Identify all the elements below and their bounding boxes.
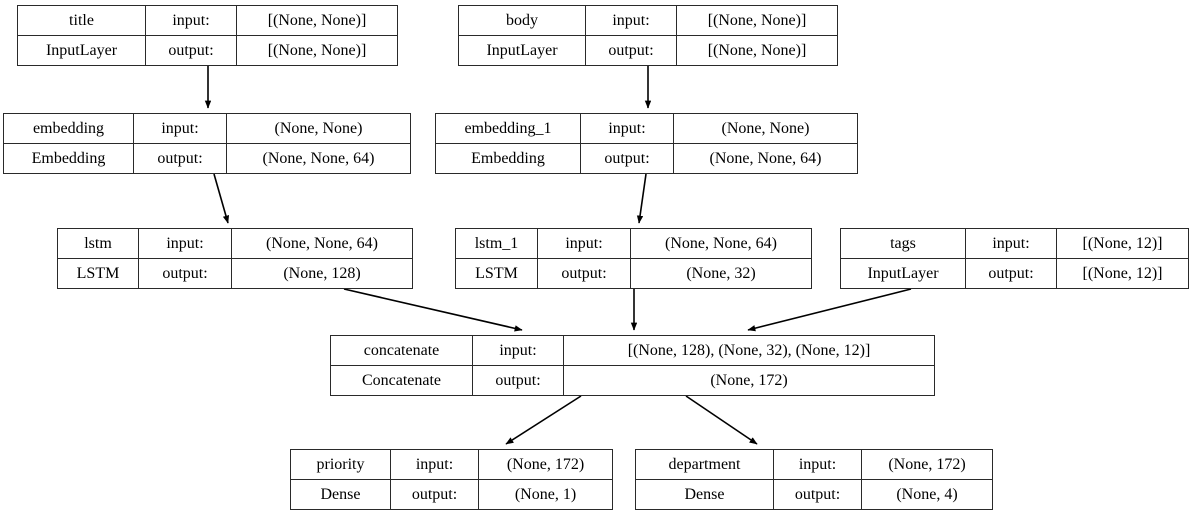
node-body-output-shape: [(None, None)] [707,41,807,59]
node-department-layer-name: department [636,450,774,479]
node-lstm-output-shape: (None, 128) [283,264,361,282]
node-title-input-label: input: [146,6,237,35]
node-embedding_1-input-shape: (None, None) [721,119,810,137]
node-concatenate-layer-type: Concatenate [331,366,473,395]
node-priority-input-label: input: [391,450,479,479]
node-body-input-shape: [(None, None)] [707,11,807,29]
node-lstm_1-output-label: output: [538,259,631,288]
node-title-output-label: output: [146,36,237,65]
node-priority-layer-name: priority [291,450,391,479]
node-lstm_1-input-shape: (None, None, 64) [665,234,777,252]
node-tags-input-label: input: [966,229,1057,258]
node-department-output-shape: (None, 4) [896,485,958,503]
edge-concatenate-to-department [685,395,758,445]
node-concatenate-output-label: output: [473,366,564,395]
node-tags-output-label: output: [966,259,1057,288]
node-body-input-label: input: [586,6,677,35]
node-priority-output-label: output: [391,480,479,509]
node-lstm_1-input-label: input: [538,229,631,258]
node-lstm_1-layer-name: lstm_1 [456,229,538,258]
node-body-layer-name: body [459,6,586,35]
node-concatenate-input-shape: [(None, 128), (None, 32), (None, 12)] [627,341,871,359]
node-body-output-label: output: [586,36,677,65]
node-tags-layer-type: InputLayer [841,259,966,288]
node-lstm-input-label: input: [139,229,232,258]
node-title-output-shape: [(None, None)] [267,41,367,59]
node-lstm-layer-name: lstm [58,229,139,258]
node-lstm_1-output-shape: (None, 32) [686,264,756,282]
node-title-layer-type: InputLayer [18,36,146,65]
node-embedding-input-shape: (None, None) [274,119,363,137]
node-department-layer-type: Dense [636,480,774,509]
node-department-output-label: output: [774,480,862,509]
node-embedding-layer-name: embedding [4,114,134,143]
node-concatenate-input-label: input: [473,336,564,365]
node-embedding-output-label: output: [134,144,227,173]
edge-concatenate-to-priority [505,395,582,445]
node-embedding-input-label: input: [134,114,227,143]
node-embedding_1-output-label: output: [581,144,674,173]
node-embedding_1-layer-type: Embedding [436,144,581,173]
node-priority-output-shape: (None, 1) [514,485,577,503]
node-concatenate-output-shape: (None, 172) [710,371,788,389]
node-lstm_1-layer-type: LSTM [456,259,538,288]
edge-lstm-to-concatenate [343,288,523,332]
node-title-layer-name: title [18,6,146,35]
edge-embedding_1-to-lstm_1 [636,173,647,224]
node-embedding-layer-type: Embedding [4,144,134,173]
node-priority-layer-type: Dense [291,480,391,509]
node-body-layer-type: InputLayer [459,36,586,65]
node-lstm-input-shape: (None, None, 64) [266,234,378,252]
node-department-input-shape: (None, 172) [888,455,966,473]
node-lstm-output-label: output: [139,259,232,288]
node-embedding_1-output-shape: (None, None, 64) [709,149,822,167]
node-embedding_1-input-label: input: [581,114,674,143]
node-embedding_1-layer-name: embedding_1 [436,114,581,143]
edge-embedding-to-lstm [213,173,230,224]
node-department-input-label: input: [774,450,862,479]
node-concatenate-layer-name: concatenate [331,336,473,365]
node-priority-input-shape: (None, 172) [506,455,585,473]
node-title-input-shape: [(None, None)] [267,11,367,29]
node-tags-layer-name: tags [841,229,966,258]
edge-tags-to-concatenate [747,288,912,332]
node-tags-input-shape: [(None, 12)] [1082,234,1163,252]
node-lstm-layer-type: LSTM [58,259,139,288]
node-embedding-output-shape: (None, None, 64) [262,149,375,167]
node-tags-output-shape: [(None, 12)] [1082,264,1163,282]
